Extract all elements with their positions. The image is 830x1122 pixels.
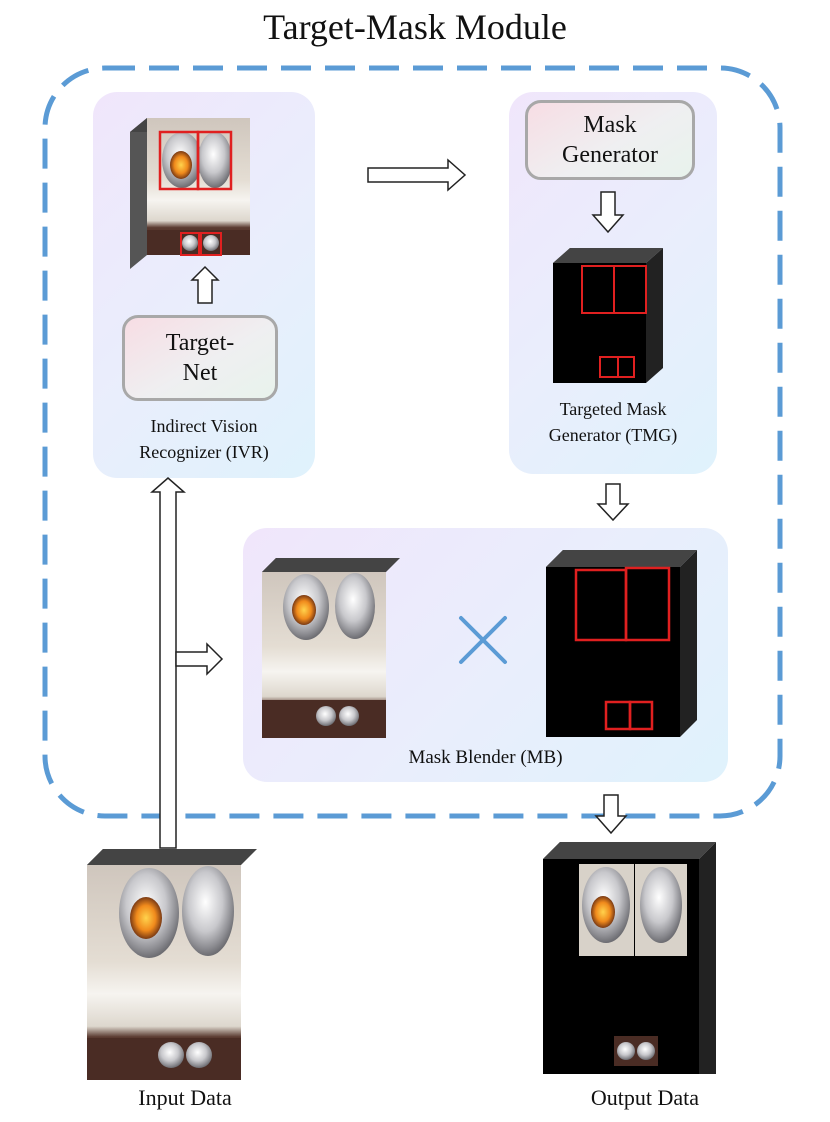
ivr-caption: Indirect Vision Recognizer (IVR) [100, 413, 308, 465]
target-net-label: Target-Net [165, 330, 235, 386]
arrow-tmg-to-mb [596, 483, 630, 522]
arrow-maskgen-to-cube [591, 191, 625, 234]
input-data-cube [87, 849, 257, 1080]
diagram-title: Target-Mask Module [263, 7, 567, 47]
input-data-label: Input Data [138, 1085, 232, 1110]
tmg-mask-cube [553, 248, 663, 383]
arrow-targetnet-to-cube [190, 265, 220, 304]
arrow-input-to-ivr [150, 477, 186, 849]
tmg-caption-line2: Generator (TMG) [548, 425, 678, 445]
multiply-icon [459, 616, 507, 664]
mask-generator-box: Mask Generator [525, 100, 695, 180]
output-data-cube [543, 842, 716, 1074]
arrow-ivr-to-tmg [367, 158, 467, 192]
tmg-caption: Targeted Mask Generator (TMG) [509, 396, 717, 448]
mb-mask-cube [546, 550, 697, 737]
ivr-caption-line2: Recognizer (IVR) [139, 442, 269, 462]
output-data-label: Output Data [590, 1085, 700, 1110]
mb-photo-cube [262, 558, 400, 738]
arrow-mb-to-output [594, 794, 628, 835]
tmg-caption-line1: Targeted Mask [559, 399, 667, 419]
mask-generator-label: Mask Generator [562, 112, 658, 168]
ivr-detection-cube [130, 118, 250, 269]
arrow-input-to-mb [175, 642, 224, 676]
ivr-caption-line1: Indirect Vision [150, 416, 258, 436]
mb-caption: Mask Blender (MB) [408, 747, 563, 768]
target-net-box: Target-Net [122, 315, 278, 401]
